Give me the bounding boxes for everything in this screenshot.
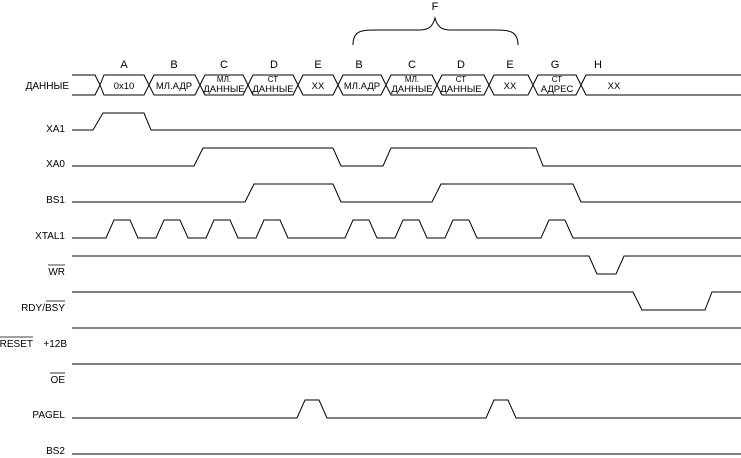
phase-label: B <box>170 59 177 71</box>
signal-label: RESET <box>0 339 33 350</box>
signal-label: RDY/BSY <box>21 303 65 314</box>
signal-pagel: PAGEL <box>32 399 741 421</box>
phase-label: C <box>408 59 416 71</box>
bus-cell-text: МЛ.АДР <box>156 81 192 92</box>
phase-label: E <box>314 59 321 71</box>
signal-xtal1: XTAL1 <box>35 219 741 242</box>
bus-cell: XX <box>312 81 325 92</box>
bus-cell-text: СТ <box>456 75 467 84</box>
phase-labels: A B C D E B C D E G H <box>120 59 602 71</box>
bus-name: ДАННЫЕ <box>26 81 70 92</box>
bus-cell-text: МЛ. <box>405 75 419 84</box>
signal-label: XA0 <box>46 159 65 170</box>
signal-waveform <box>72 219 741 239</box>
bus-cell: МЛ.АДР <box>344 81 380 92</box>
phase-label: D <box>270 59 278 71</box>
bus-cell-text: МЛ. <box>217 75 231 84</box>
bus-cell-text: ДАННЫЕ <box>252 84 293 95</box>
signal-label: PAGEL <box>32 410 65 421</box>
bus-cell: СТ ДАННЫЕ <box>252 75 293 95</box>
signal-xa1: XA1 <box>46 112 741 135</box>
bus-row: ДАННЫЕ 0x10 МЛ.АДР МЛ. ДАННЫЕ СТ ДАННЫЕ … <box>26 74 741 96</box>
signal-label: BS2 <box>46 446 65 457</box>
bus-cell-text: ДАННЫЕ <box>391 84 432 95</box>
bus-cell-text: XX <box>608 81 621 92</box>
signal-waveform <box>72 183 741 203</box>
bus-cell-text: СТ <box>268 75 279 84</box>
phase-label: A <box>120 59 128 71</box>
signal-label: BS1 <box>46 195 65 206</box>
signal-reset: RESET +12В <box>0 327 741 350</box>
bus-cell: МЛ.АДР <box>156 81 192 92</box>
signal-waveform <box>72 291 741 311</box>
bus-cell: МЛ. ДАННЫЕ <box>203 75 244 95</box>
group-f-label: F <box>432 1 439 13</box>
bus-cell: XX <box>504 81 517 92</box>
bus-cell-text: ДАННЫЕ <box>440 84 481 95</box>
signal-label: WR <box>48 267 65 278</box>
signal-bs1: BS1 <box>46 183 741 206</box>
bus-waveform <box>72 74 741 96</box>
signal-waveform <box>72 399 741 419</box>
phase-label: H <box>594 59 602 71</box>
signal-bs2: BS2 <box>46 446 741 457</box>
signal-waveform <box>72 255 741 275</box>
signal-label-part: RDY/ <box>21 303 45 314</box>
bus-cell-text: МЛ.АДР <box>344 81 380 92</box>
bus-cell-text: ДАННЫЕ <box>203 84 244 95</box>
phase-label: C <box>220 59 228 71</box>
signal-label-suffix: +12В <box>43 339 67 350</box>
bus-cell-text: 0x10 <box>114 81 135 92</box>
phase-label: G <box>551 59 560 71</box>
bus-cell-text: XX <box>312 81 325 92</box>
signal-oe: OE <box>50 363 741 386</box>
phase-label: D <box>457 59 465 71</box>
bus-cell: СТ АДРЕС <box>541 75 574 95</box>
signal-waveform <box>72 147 741 167</box>
signal-wr: WR <box>48 255 741 278</box>
bus-cell: МЛ. ДАННЫЕ <box>391 75 432 95</box>
bus-cell: СТ ДАННЫЕ <box>440 75 481 95</box>
bus-cell: 0x10 <box>114 81 135 92</box>
group-f: F <box>352 1 519 46</box>
signal-waveform <box>72 112 741 131</box>
bus-cell: XX <box>608 81 621 92</box>
phase-label: E <box>506 59 513 71</box>
signal-label: XA1 <box>46 124 65 135</box>
signal-xa0: XA0 <box>46 147 741 170</box>
signal-label: XTAL1 <box>35 231 65 242</box>
bus-cell-text: СТ <box>552 75 563 84</box>
signal-label-overlined: BSY <box>45 303 65 314</box>
bus-cell-text: АДРЕС <box>541 84 574 95</box>
phase-label: B <box>355 59 362 71</box>
group-f-brace <box>352 16 519 46</box>
signal-label: OE <box>51 375 66 386</box>
signal-rdy-bsy: RDY/BSY <box>21 291 741 314</box>
bus-cell-text: XX <box>504 81 517 92</box>
